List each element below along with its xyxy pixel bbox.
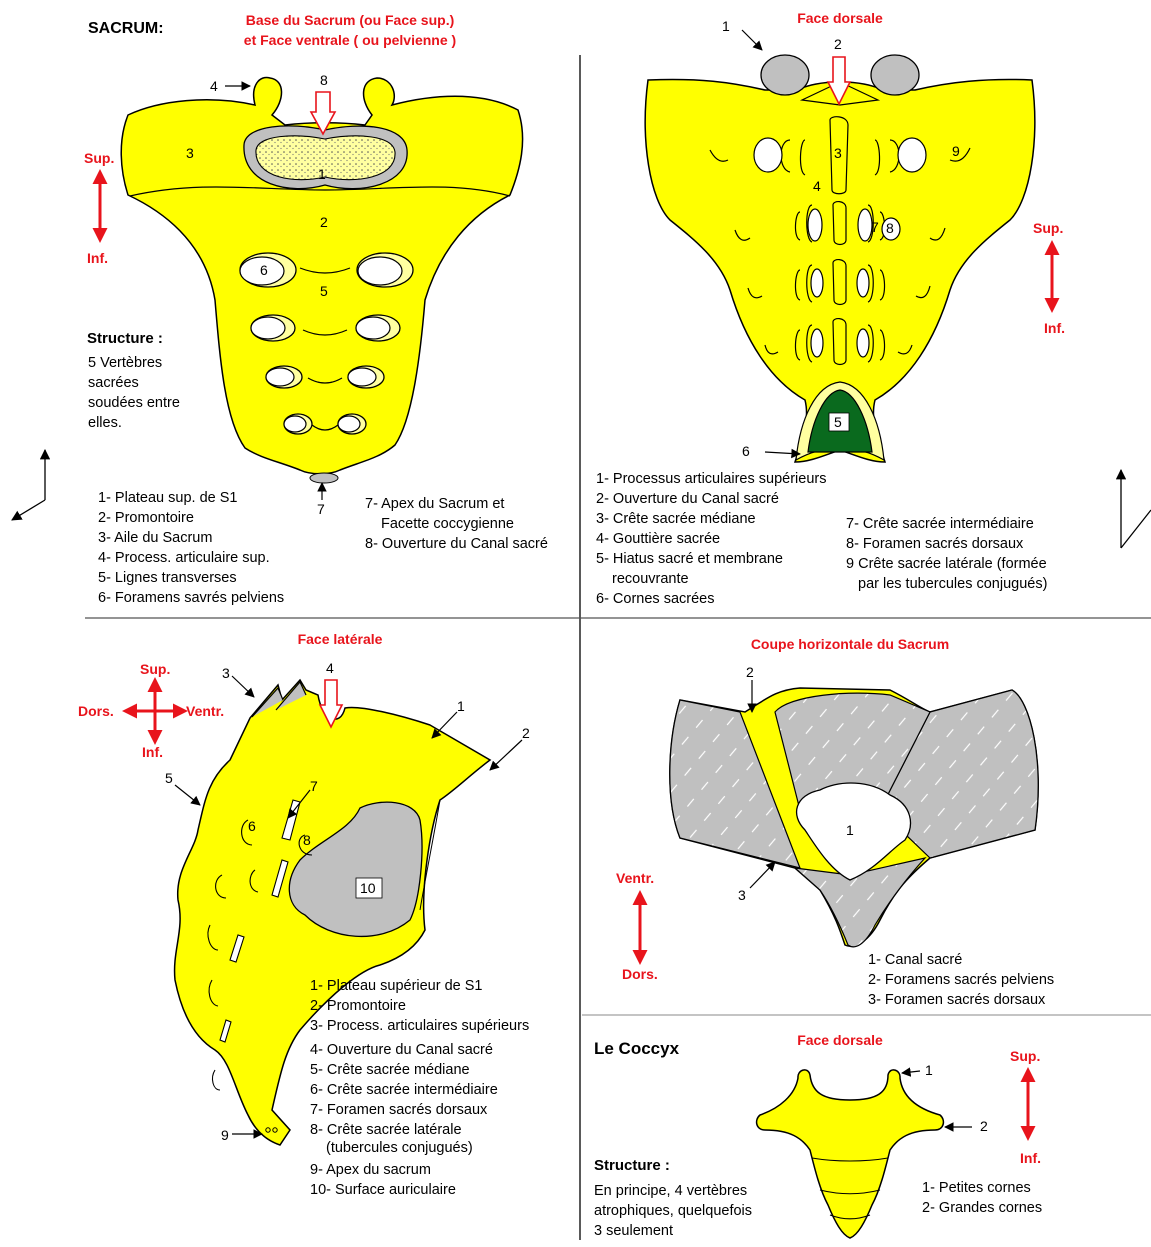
q3-num-5: 5: [165, 770, 173, 786]
q3-sup-label: Sup.: [140, 661, 170, 677]
q1-structure-title: Structure :: [87, 330, 163, 347]
q1-num-1: 1: [318, 166, 326, 182]
q2-num-5: 5: [834, 414, 842, 430]
q3-num-10: 10: [360, 880, 376, 896]
q4-dors-label: Dors.: [622, 966, 658, 982]
q1-num-8: 8: [320, 72, 328, 88]
sacrum-horizontal-section: [640, 680, 1038, 962]
q1-num-3: 3: [186, 145, 194, 161]
q4-ventr-label: Ventr.: [616, 870, 654, 886]
q4-num-3: 3: [738, 887, 746, 903]
q2-num-7: 7: [871, 219, 879, 235]
q3-num-2: 2: [522, 725, 530, 741]
q3-num-9: 9: [221, 1127, 229, 1143]
q2-num-8: 8: [886, 220, 894, 236]
coccyx-title: Le Coccyx: [594, 1039, 679, 1059]
q1-header-line2: et Face ventrale ( ou pelvienne ): [205, 32, 495, 48]
q2-num-4: 4: [813, 178, 821, 194]
q1-num-5: 5: [320, 283, 328, 299]
q3-num-8: 8: [303, 832, 311, 848]
q3-header: Face latérale: [270, 631, 410, 647]
sacrum-title: SACRUM:: [88, 20, 164, 38]
q2-num-9: 9: [952, 143, 960, 159]
q4-num-1: 1: [846, 822, 854, 838]
q1-sup-label: Sup.: [84, 150, 114, 166]
coccyx-header: Face dorsale: [770, 1032, 910, 1048]
q2-sup-label: Sup.: [1033, 220, 1063, 236]
q3-ventr-label: Ventr.: [186, 703, 224, 719]
q1-num-6: 6: [260, 262, 268, 278]
q1-header-line1: Base du Sacrum (ou Face sup.): [205, 12, 495, 28]
q4-num-2: 2: [746, 664, 754, 680]
q3-dors-label: Dors.: [78, 703, 114, 719]
q2-num-3: 3: [834, 145, 842, 161]
q2-header: Face dorsale: [760, 10, 920, 26]
q3-num-3: 3: [222, 665, 230, 681]
q3-num-7: 7: [310, 778, 318, 794]
coccyx-sup-label: Sup.: [1010, 1048, 1040, 1064]
q2-num-1: 1: [722, 18, 730, 34]
coccyx-num-1: 1: [925, 1062, 933, 1078]
q4-header: Coupe horizontale du Sacrum: [700, 636, 1000, 652]
q3-num-4: 4: [326, 660, 334, 676]
q2-num-2: 2: [834, 36, 842, 52]
q2-inf-label: Inf.: [1044, 320, 1065, 336]
q1-inf-label: Inf.: [87, 250, 108, 266]
sacrum-ventral-view: [12, 77, 523, 520]
q2-num-6: 6: [742, 443, 750, 459]
coccyx-inf-label: Inf.: [1020, 1150, 1041, 1166]
coccyx-structure-title: Structure :: [594, 1157, 670, 1174]
q1-num-2: 2: [320, 214, 328, 230]
q1-num-4: 4: [210, 78, 218, 94]
coccyx-num-2: 2: [980, 1118, 988, 1134]
q3-num-6: 6: [248, 818, 256, 834]
q1-num-7: 7: [317, 501, 325, 517]
q3-num-1: 1: [457, 698, 465, 714]
q3-inf-label: Inf.: [142, 744, 163, 760]
